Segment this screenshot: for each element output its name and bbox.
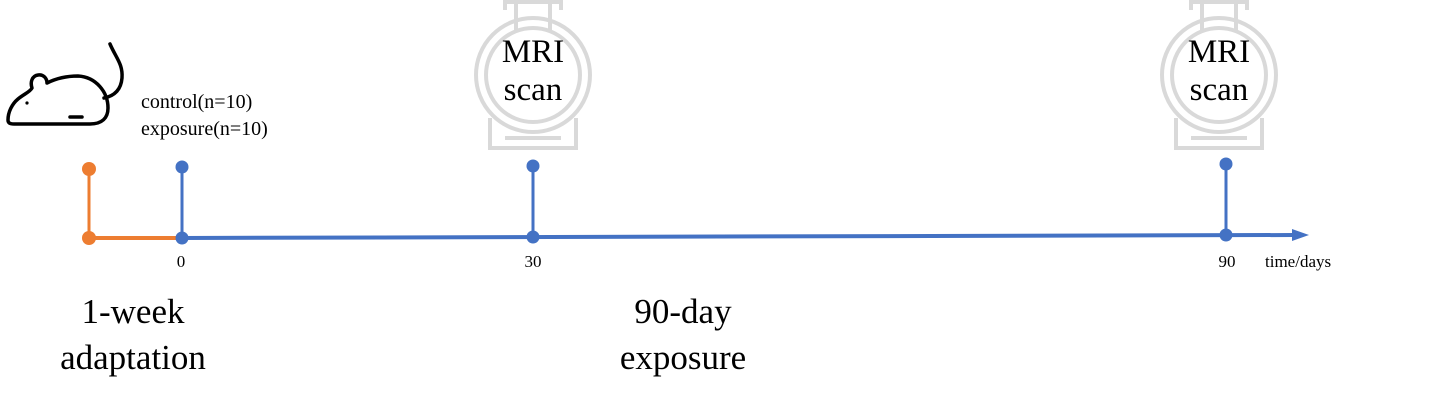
mouse-icon <box>6 42 124 126</box>
mri-scan-label-1-line2: scan <box>503 72 563 108</box>
adaptation-phase-marker <box>82 162 182 245</box>
day-0-marker <box>175 160 189 245</box>
tick-label-90: 90 <box>1218 252 1236 271</box>
time-axis <box>181 229 1309 241</box>
exposure-group-label: exposure(n=10) <box>141 118 268 140</box>
exposure-phase-label-line2: exposure <box>619 338 747 377</box>
adaptation-phase-label-line1: 1-week <box>81 292 185 331</box>
axis-arrowhead <box>1292 229 1309 241</box>
control-group-label: control(n=10) <box>141 91 253 113</box>
tick-label-30: 30 <box>524 252 542 271</box>
mri-scan-label-1-line1: MRI <box>501 34 565 70</box>
mri-scan-label-2: MRI scan <box>1188 33 1250 109</box>
mri-scanner-icon-2 <box>1160 0 1278 150</box>
mri-scan-label-2-line1: MRI <box>1187 34 1251 70</box>
mri-scan-label-1: MRI scan <box>502 33 564 109</box>
mri-scan-label-2-line2: scan <box>1189 72 1249 108</box>
axis-unit-label: time/days <box>1265 252 1332 271</box>
mri-scanner-icon-1 <box>474 0 592 150</box>
adaptation-phase-label-line2: adaptation <box>60 338 206 377</box>
exposure-phase-label-line1: 90-day <box>634 292 732 331</box>
day-30-marker <box>526 159 540 244</box>
adaptation-phase-label: 1-week adaptation <box>60 289 206 381</box>
adaptation-start-dot <box>82 162 96 176</box>
adaptation-axis-dot <box>82 231 96 245</box>
tick-label-0: 0 <box>176 252 186 271</box>
day-90-marker <box>1219 157 1233 242</box>
exposure-phase-label: 90-day exposure <box>620 289 746 381</box>
